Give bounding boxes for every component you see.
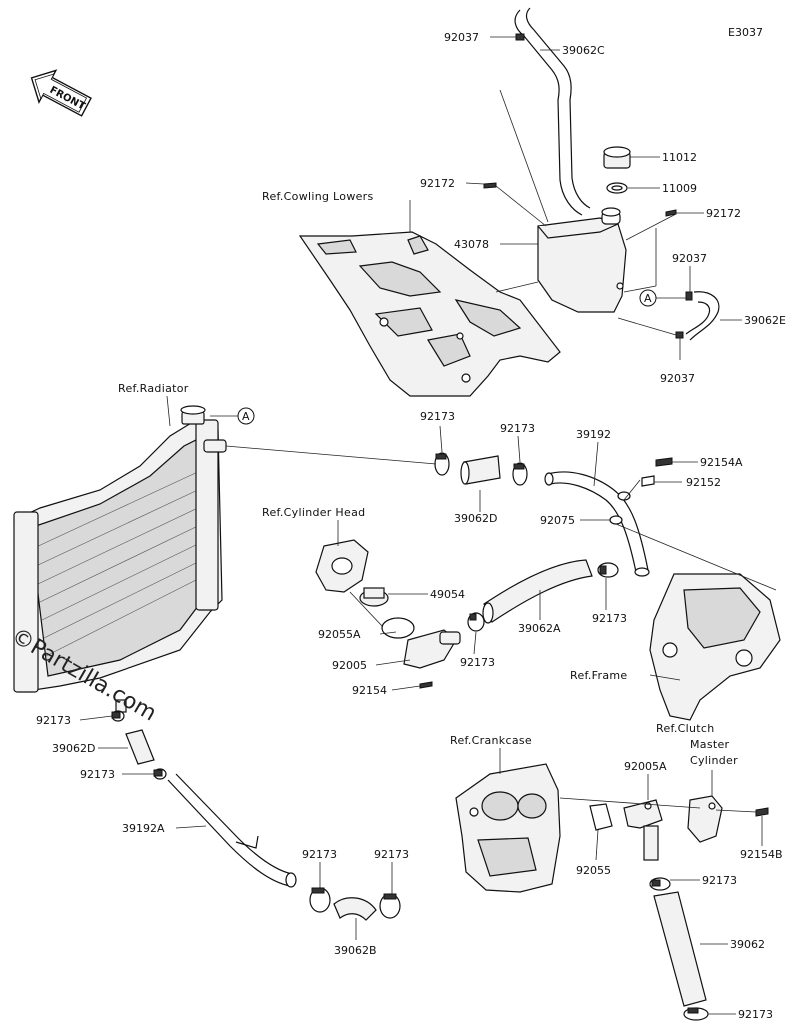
gasket-92055 — [589, 803, 613, 831]
part-49054: 49054 — [430, 588, 465, 601]
part-92075: 92075 — [540, 514, 575, 527]
frame — [649, 573, 781, 721]
clamp-92173-i — [649, 877, 671, 891]
part-92173-b: 92173 — [500, 422, 535, 435]
ref-clutch-line3: Cylinder — [690, 754, 738, 767]
part-92005a: 92005A — [624, 760, 667, 773]
part-92037-mid: 92037 — [672, 252, 707, 265]
crankcase — [455, 763, 561, 893]
part-39192: 39192 — [576, 428, 611, 441]
clamp-92173-e — [111, 710, 125, 722]
hose-39062c — [514, 7, 591, 216]
clamp-92173-d — [467, 612, 485, 632]
hose-39062e — [685, 291, 720, 341]
diagram-code: E3037 — [728, 26, 763, 39]
part-43078: 43078 — [454, 238, 489, 251]
part-92173-a: 92173 — [420, 410, 455, 423]
ref-radiator: Ref.Radiator — [118, 382, 189, 395]
thermostat-49054 — [359, 587, 389, 607]
clip-92037-top — [515, 33, 525, 41]
front-arrow-icon: FRONT — [30, 69, 92, 117]
part-92173-i: 92173 — [702, 874, 737, 887]
ref-clutch-line2: Master — [690, 738, 730, 751]
o-ring-92055a — [381, 617, 415, 639]
part-39062: 39062 — [730, 938, 765, 951]
svg-text:A: A — [644, 292, 652, 305]
cap-11012 — [603, 146, 631, 169]
radiator — [13, 405, 227, 713]
ref-frame: Ref.Frame — [570, 669, 627, 682]
part-39192a: 39192A — [122, 822, 165, 835]
pipe-92005a — [623, 799, 663, 861]
part-92005: 92005 — [332, 659, 367, 672]
part-92055: 92055 — [576, 864, 611, 877]
bolt-92154a — [655, 457, 673, 467]
clamp-92173-b — [512, 462, 528, 486]
hose-39062b — [333, 897, 377, 921]
connector-a-radiator: A — [237, 407, 255, 425]
clip-92037-mid — [685, 291, 693, 301]
part-92173-j: 92173 — [738, 1008, 773, 1021]
part-92154b: 92154B — [740, 848, 783, 861]
part-92173-h: 92173 — [374, 848, 409, 861]
clamp-92173-a — [434, 452, 450, 476]
clamp-92173-j — [683, 1007, 709, 1021]
clamp-92173-g — [309, 887, 331, 913]
part-39062d-left: 39062D — [52, 742, 95, 755]
part-92055a: 92055A — [318, 628, 361, 641]
housing-92005 — [403, 629, 461, 669]
clamp-92173-f — [153, 768, 167, 780]
part-92173-d: 92173 — [460, 656, 495, 669]
part-39062b: 39062B — [334, 944, 377, 957]
bolt-92172-left — [483, 182, 497, 189]
part-11012: 11012 — [662, 151, 697, 164]
part-39062e: 39062E — [744, 314, 786, 327]
part-92173-c: 92173 — [592, 612, 627, 625]
bolt-92154 — [419, 681, 433, 689]
ref-cylinder-head: Ref.Cylinder Head — [262, 506, 365, 519]
cowling-lowers — [298, 231, 561, 397]
clamp-92173-h — [379, 893, 401, 919]
connector-a-tank: A — [639, 289, 657, 307]
svg-text:A: A — [242, 410, 250, 423]
clutch-master-cylinder — [687, 795, 723, 843]
part-92152: 92152 — [686, 476, 721, 489]
hose-39062a — [482, 559, 593, 624]
hose-39062d-mid — [460, 455, 501, 485]
part-39062a: 39062A — [518, 622, 561, 635]
part-39062d-mid: 39062D — [454, 512, 497, 525]
part-92172-right: 92172 — [706, 207, 741, 220]
clamp-92173-c — [597, 562, 619, 578]
pipe-39192 — [544, 471, 650, 577]
cylinder-head — [315, 539, 369, 593]
part-11009: 11009 — [662, 182, 697, 195]
clip-92037-low — [675, 331, 684, 339]
part-92154a: 92154A — [700, 456, 743, 469]
part-92173-f: 92173 — [80, 768, 115, 781]
hose-39062 — [653, 891, 707, 1007]
part-92037-low: 92037 — [660, 372, 695, 385]
part-92173-e: 92173 — [36, 714, 71, 727]
hose-39062d-left — [125, 729, 155, 765]
reservoir-tank — [537, 207, 627, 313]
ref-cowling-lowers: Ref.Cowling Lowers — [262, 190, 374, 203]
part-92154: 92154 — [352, 684, 387, 697]
collar-92152 — [641, 475, 655, 487]
grommet-92075 — [609, 491, 631, 525]
bolt-92154b — [755, 807, 769, 817]
ref-crankcase: Ref.Crankcase — [450, 734, 532, 747]
ref-clutch-line1: Ref.Clutch — [656, 722, 715, 735]
leader-lines — [79, 36, 777, 1015]
part-92173-g: 92173 — [302, 848, 337, 861]
pipe-39192a — [167, 773, 297, 888]
part-92172-left: 92172 — [420, 177, 455, 190]
part-39062c: 39062C — [562, 44, 605, 57]
part-92037-top: 92037 — [444, 31, 479, 44]
